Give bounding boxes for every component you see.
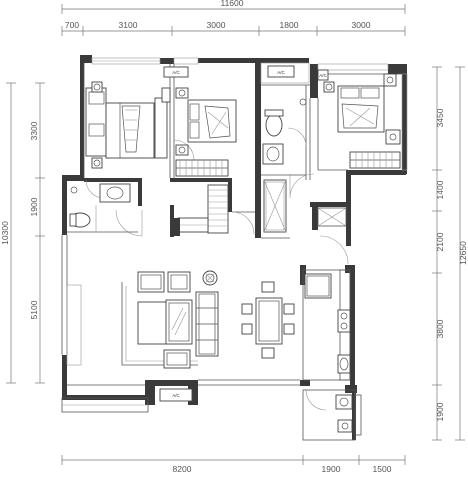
fridge (304, 273, 332, 299)
right-dim-4: 3800 (435, 319, 445, 338)
dining-area (241, 281, 295, 359)
bedroom-1 (85, 81, 171, 169)
kitchen (304, 273, 353, 433)
left-total-dim: 10300 (0, 221, 10, 245)
right-dim-2: 1400 (435, 180, 445, 199)
ac-units: A/C A/C A/C A/C (159, 65, 329, 402)
right-dim-5: 1900 (435, 402, 445, 421)
top-dim-4: 1800 (280, 20, 299, 30)
ac-unit-4 (317, 69, 329, 81)
sofa-chaise (137, 301, 169, 345)
left-dim-1: 3300 (29, 121, 39, 140)
doors (85, 127, 349, 411)
bottom-dim-1: 8200 (173, 464, 192, 474)
living-room (121, 270, 219, 369)
bottom-dimensions: 8200 1900 1500 (61, 455, 406, 474)
sofa-seat-1 (137, 271, 165, 293)
ac-unit-2 (267, 65, 295, 78)
top-total-dim: 11600 (220, 0, 243, 8)
bathroom-main (262, 98, 307, 233)
walls (62, 55, 407, 440)
toilet-1 (265, 113, 283, 137)
bed-1 (105, 102, 155, 159)
top-dim-2: 3100 (119, 20, 138, 30)
bed-2 (187, 99, 237, 143)
top-dim-5: 3000 (352, 20, 371, 30)
bottom-dim-3: 1500 (373, 464, 392, 474)
ac-label-4: A/C (319, 73, 327, 78)
left-dim-3: 5100 (29, 300, 39, 319)
bedroom-2 (175, 87, 237, 177)
washer (335, 394, 353, 410)
ac-unit-1 (163, 66, 189, 78)
bathroom-2 (67, 183, 138, 233)
ac-unit-3 (159, 388, 193, 402)
coffee-table (165, 299, 193, 345)
ac-label-3: A/C (172, 393, 180, 398)
dining-table (255, 297, 283, 345)
bedroom-3 (323, 73, 401, 169)
ac-label-1: A/C (172, 70, 180, 75)
wardrobe-corridor (172, 184, 229, 236)
right-dim-3: 2100 (435, 232, 445, 251)
left-dim-2: 1900 (29, 197, 39, 216)
sofa-seat-2 (167, 271, 191, 293)
top-dim-3: 3000 (207, 20, 226, 30)
right-total-dim: 12650 (458, 241, 468, 265)
top-dim-1: 700 (65, 20, 79, 30)
ac-label-2: A/C (277, 70, 285, 75)
bottom-dim-2: 1900 (322, 464, 341, 474)
left-dimensions: 10300 3300 1900 5100 (0, 82, 45, 384)
side-chair (163, 349, 191, 369)
top-dimensions: 11600 700 3100 3000 1800 3000 (61, 0, 406, 36)
right-dim-1: 3450 (435, 108, 445, 127)
outlines (61, 57, 408, 441)
right-dimensions: 12650 3450 1400 2100 3800 1900 (432, 66, 468, 441)
